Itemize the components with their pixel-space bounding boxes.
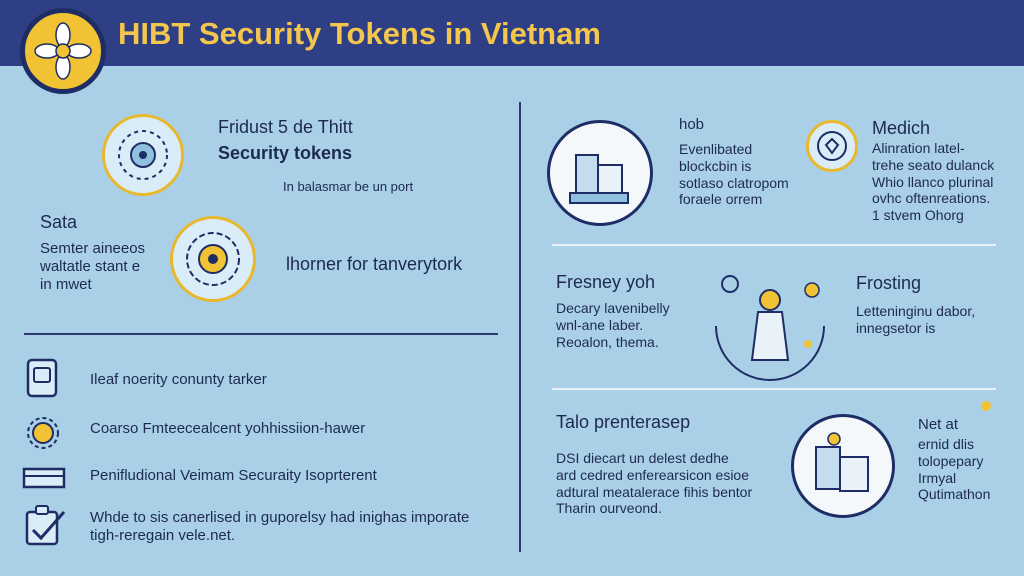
gear-coin-icon xyxy=(27,417,59,449)
token-dial-icon xyxy=(102,114,184,196)
fresney-description: Decary lavenibelly wnl-ane laber. Reoalo… xyxy=(556,300,670,350)
logo xyxy=(20,8,106,94)
lhorner-text: lhorner for tanverytork xyxy=(286,254,463,274)
net-description: ernid dlis tolopepary Irmyal Qutimathon xyxy=(918,436,991,503)
medich-description: Alinration latel- trehe seato dulanck Wh… xyxy=(872,140,995,224)
vertical-divider xyxy=(519,102,521,552)
sata-description: Semter aineeos waltatle stant e in mwet xyxy=(40,240,146,293)
talo-description: DSI diecart un delest dedhe ard cedred e… xyxy=(556,450,753,517)
net-label: Net at xyxy=(918,416,959,433)
header-bar xyxy=(0,0,1024,66)
fresney-label: Fresney yoh xyxy=(556,272,656,292)
hob-description: Evenlibated blockcbin is sotlaso clatrop… xyxy=(679,141,789,208)
heading-fridust: Fridust 5 de Thitt xyxy=(218,117,353,137)
office-tower-icon xyxy=(791,414,895,518)
sata-label: Sata xyxy=(40,212,78,232)
page-title: HIBT Security Tokens in Vietnam xyxy=(118,16,601,51)
phone-icon xyxy=(26,358,58,398)
hob-label: hob xyxy=(679,116,705,133)
sparkle-icon xyxy=(981,401,991,411)
list-item-4: Whde to sis canerlised in guporelsy had … xyxy=(90,509,470,544)
building-icon xyxy=(22,467,66,489)
medich-label: Medich xyxy=(872,118,931,138)
frosting-label: Frosting xyxy=(856,273,922,293)
list-item-1: Ileaf noerity conunty tarker xyxy=(90,371,267,388)
frosting-description: Letteninginu dabor, innegsetor is xyxy=(856,303,976,336)
talo-label: Talo prenterasep xyxy=(556,412,691,432)
list-item-3: Penifludional Veimam Securaity Isoprtere… xyxy=(90,467,377,484)
right-divider-bottom xyxy=(552,388,996,390)
network-gear-icon xyxy=(170,216,256,302)
flower-logo-icon xyxy=(34,22,92,80)
caption: In balasmar be un port xyxy=(283,179,414,194)
list-item-2: Coarso Fmteecealcent yohhissiion-hawer xyxy=(90,420,366,437)
city-buildings-icon xyxy=(547,120,653,226)
heading-security-tokens: Security tokens xyxy=(218,143,353,163)
right-divider-top xyxy=(552,244,996,246)
robot-hub-icon xyxy=(715,275,825,381)
checkbox-icon xyxy=(25,505,66,546)
lock-shield-icon xyxy=(806,120,858,172)
left-horizontal-divider xyxy=(24,333,498,335)
